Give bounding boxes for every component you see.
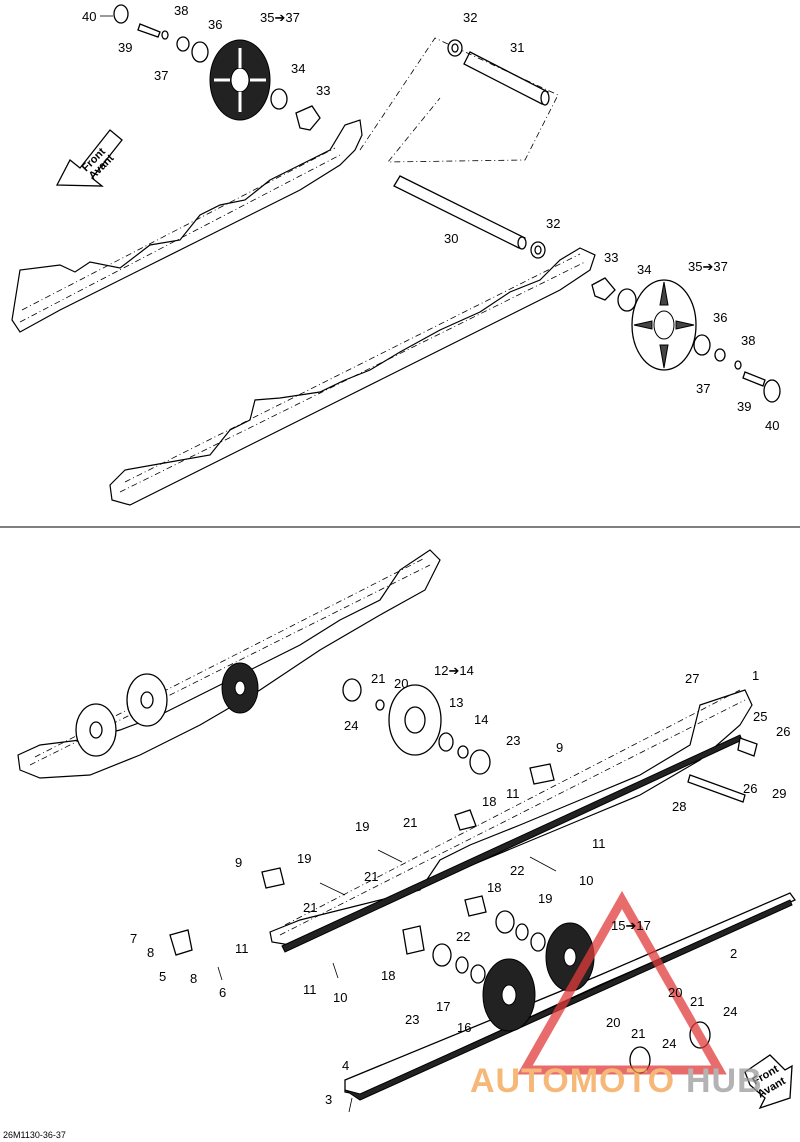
wheel-12: [388, 684, 442, 756]
label-20c: 20: [606, 1015, 620, 1030]
watermark: AUTOMOTO HUB: [470, 890, 763, 1100]
right-rail-upper: [109, 247, 596, 506]
label-11c: 11: [506, 786, 520, 801]
label-24c: 24: [662, 1036, 676, 1051]
label-25: 25: [753, 709, 767, 724]
overview-wheels: [75, 662, 259, 757]
label-40: 40: [82, 9, 96, 24]
cap-40-upper: [113, 4, 129, 24]
label-19b: 19: [297, 851, 311, 866]
label-4: 4: [342, 1058, 349, 1073]
label-39b: 39: [737, 399, 751, 414]
label-5: 5: [159, 969, 166, 984]
front-arrow-bottom: Front Avant: [744, 1054, 793, 1110]
label-23b: 23: [405, 1012, 419, 1027]
label-13: 13: [449, 695, 463, 710]
bearing-36-upper: [191, 41, 209, 63]
rail-1: [269, 689, 753, 946]
label-18c: 18: [381, 968, 395, 983]
label-24b: 24: [723, 1004, 737, 1019]
wheel-35-upper-left: [209, 39, 271, 121]
label-28: 28: [672, 799, 686, 814]
label-22a: 22: [510, 863, 524, 878]
label-7: 7: [130, 931, 137, 946]
top-assembly: Front Avant 40 38 36 35➔37 39 37 34 33 3…: [11, 3, 781, 506]
label-26a: 26: [776, 724, 790, 739]
bottom-assembly: Front Avant AUTOMOTO HUB 1 2 3 4 5 6 7 8…: [3, 549, 796, 1140]
label-12-14: 12➔14: [434, 663, 474, 678]
label-34: 34: [291, 61, 305, 76]
label-18b: 18: [487, 880, 501, 895]
label-6: 6: [219, 985, 226, 1000]
watermark-text-part2: HUB: [686, 1062, 763, 1100]
label-29: 29: [772, 786, 786, 801]
label-38: 38: [174, 3, 188, 18]
label-18a: 18: [482, 794, 496, 809]
label-8a: 8: [147, 945, 154, 960]
watermark-text-part1: AUTOMOTO: [470, 1062, 675, 1100]
label-20b: 20: [668, 985, 682, 1000]
label-8b: 8: [190, 971, 197, 986]
label-11b: 11: [303, 982, 317, 997]
label-35-37: 35➔37: [260, 10, 300, 25]
label-22b: 22: [456, 929, 470, 944]
label-10a: 10: [333, 990, 347, 1005]
label-2: 2: [730, 946, 737, 961]
label-30: 30: [444, 231, 458, 246]
label-19a: 19: [355, 819, 369, 834]
left-rail-upper: [11, 119, 363, 333]
label-23a: 23: [506, 733, 520, 748]
label-33: 33: [316, 83, 330, 98]
axle-31: [463, 51, 550, 106]
watermark-logo: [517, 890, 727, 1075]
label-37: 37: [154, 68, 168, 83]
label-21b: 21: [403, 815, 417, 830]
spacer-33-lower: [591, 277, 616, 301]
label-36b: 36: [713, 310, 727, 325]
label-21a: 21: [371, 671, 385, 686]
label-11a: 11: [235, 941, 249, 956]
label-10b: 10: [579, 873, 593, 888]
wheel-35-lower-right: [631, 279, 697, 371]
front-arrow-top: Front Avant: [55, 129, 123, 187]
label-21c: 21: [364, 869, 378, 884]
label-21d: 21: [303, 900, 317, 915]
label-16: 16: [457, 1020, 471, 1035]
label-32b: 32: [546, 216, 560, 231]
cap-40-lower: [763, 379, 781, 403]
label-27: 27: [685, 671, 699, 686]
label-15-17: 15➔17: [611, 918, 651, 933]
label-9b: 9: [556, 740, 563, 755]
label-3: 3: [325, 1092, 332, 1107]
label-1: 1: [752, 668, 759, 683]
label-35-37b: 35➔37: [688, 259, 728, 274]
axle-30: [393, 175, 527, 250]
label-17: 17: [436, 999, 450, 1014]
label-31: 31: [510, 40, 524, 55]
label-36: 36: [208, 17, 222, 32]
label-40b: 40: [765, 418, 779, 433]
label-21f: 21: [631, 1026, 645, 1041]
label-34b: 34: [637, 262, 651, 277]
label-24a: 24: [344, 718, 358, 733]
label-38b: 38: [741, 333, 755, 348]
label-37b: 37: [696, 381, 710, 396]
wheel-15-a: [482, 958, 536, 1032]
label-26b: 26: [743, 781, 757, 796]
label-14: 14: [474, 712, 488, 727]
label-9a: 9: [235, 855, 242, 870]
reference-code: 26M1130-36-37: [3, 1130, 66, 1140]
label-32: 32: [463, 10, 477, 25]
label-39: 39: [118, 40, 132, 55]
spacer-33-upper: [295, 105, 321, 131]
label-21e: 21: [690, 994, 704, 1009]
label-19c: 19: [538, 891, 552, 906]
label-11d: 11: [592, 836, 606, 851]
label-33b: 33: [604, 250, 618, 265]
label-20a: 20: [394, 676, 408, 691]
